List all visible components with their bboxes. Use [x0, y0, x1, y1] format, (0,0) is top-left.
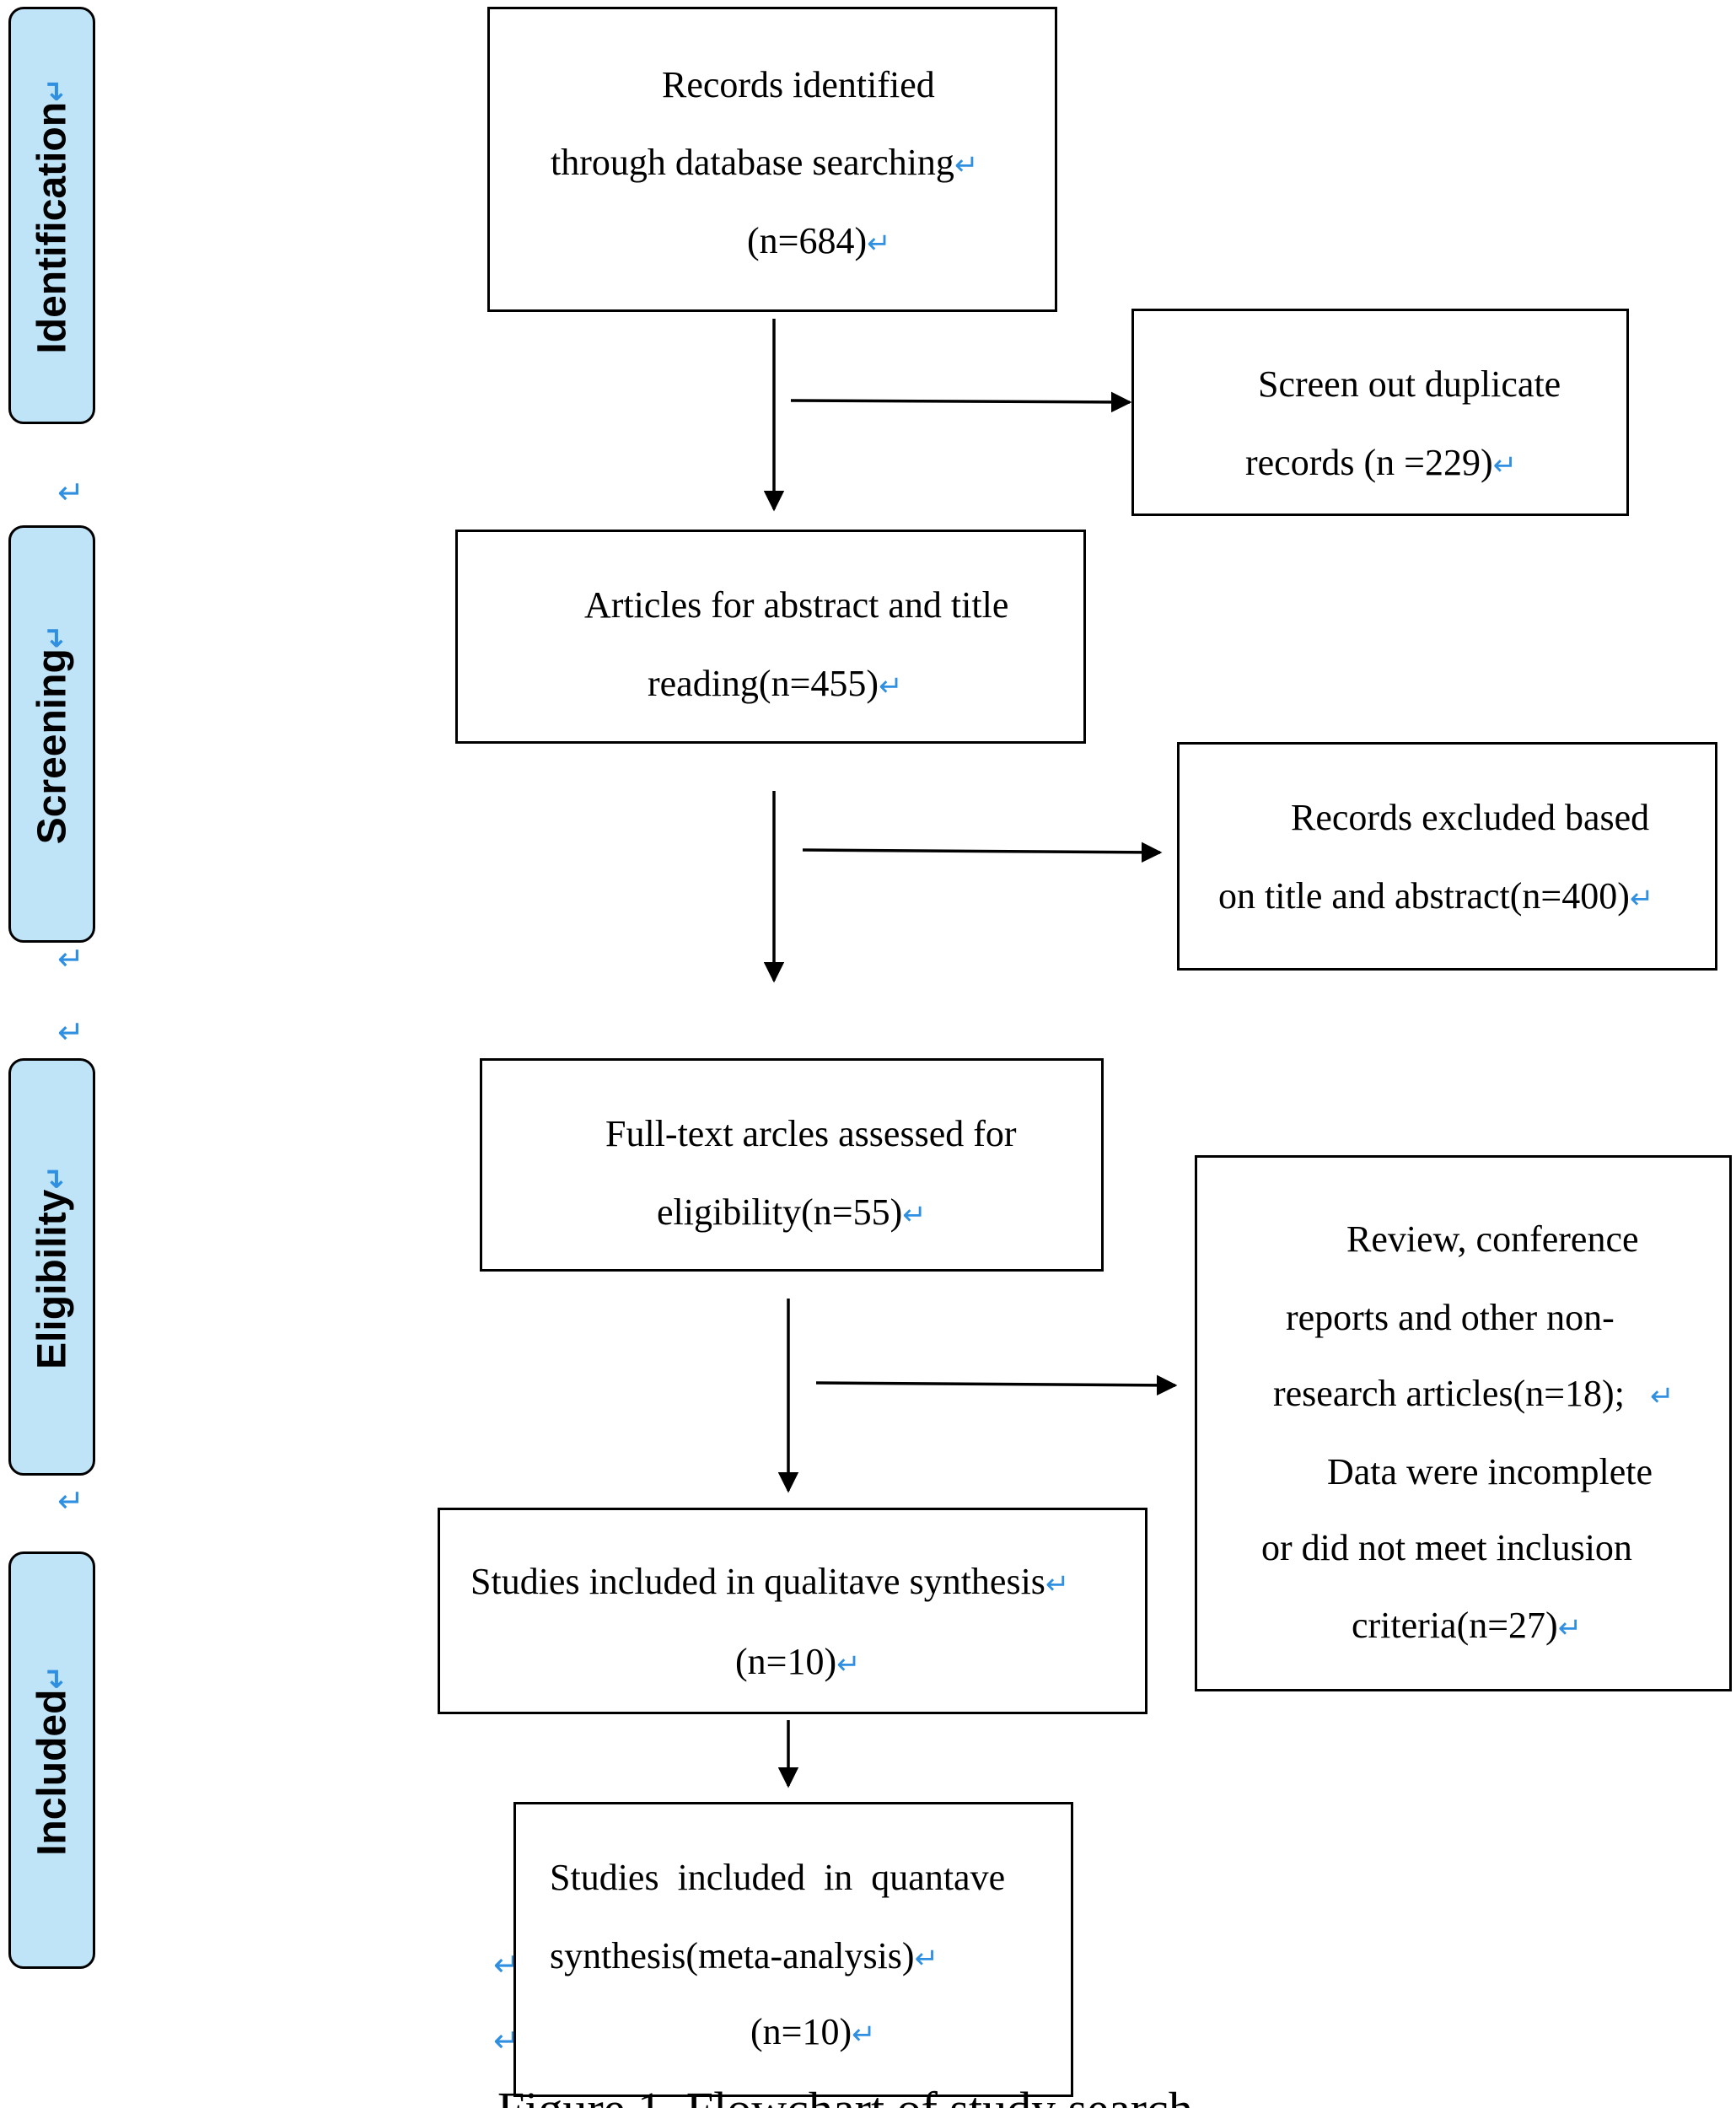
box-abstract-title-reading: Articles for abstract and title reading(…: [455, 530, 1086, 744]
box-text: on title and abstract(n=400)↵: [1218, 875, 1654, 917]
box-text: synthesis(meta-analysis)↵: [550, 1935, 939, 1976]
figure-caption: Figure 1. Flowchart of study search: [497, 2081, 1193, 2108]
box-quantitative-synthesis: Studies included in quantave synthesis(m…: [513, 1802, 1073, 2097]
box-text: research articles(n=18);↵: [1273, 1373, 1674, 1414]
box-full-text-assessed: Full-text arcles assessed for eligibilit…: [480, 1058, 1104, 1272]
arrow-right: [802, 842, 1163, 863]
box-text: Records excluded based: [1291, 797, 1650, 838]
return-mark: ↵: [57, 940, 84, 977]
box-text: records (n =229)↵: [1245, 442, 1518, 483]
box-text: through database searching↵: [551, 142, 979, 183]
box-text: Studies included in quantave: [550, 1857, 1006, 1898]
box-text: reports and other non-: [1286, 1297, 1615, 1338]
box-text: reading(n=455)↵: [648, 663, 903, 704]
box-text: Studies included in qualitave synthesis↵: [470, 1561, 1070, 1602]
return-mark: ↵: [57, 1014, 84, 1051]
box-duplicates-removed: Screen out duplicate records (n =229)↵: [1131, 309, 1629, 516]
box-qualitative-synthesis: Studies included in qualitave synthesis↵…: [438, 1508, 1147, 1714]
return-mark: ↵: [57, 474, 84, 511]
arrow-right: [815, 1374, 1178, 1396]
box-text: Review, conference: [1346, 1218, 1639, 1260]
phase-eligibility: Eligibility↵: [8, 1058, 95, 1476]
box-text: criteria(n=27)↵: [1352, 1605, 1583, 1646]
box-text: Screen out duplicate: [1258, 363, 1561, 405]
box-records-excluded: Records excluded based on title and abst…: [1177, 742, 1717, 971]
box-text: Records identified: [662, 64, 935, 105]
phase-identification: Identification↵: [8, 7, 95, 424]
box-text: or did not meet inclusion: [1261, 1527, 1632, 1568]
phase-screening: Screening↵: [8, 525, 95, 943]
box-full-text-excluded: Review, conference reports and other non…: [1195, 1155, 1732, 1691]
box-text: (n=10)↵: [750, 2011, 876, 2052]
box-records-identified: Records identified through database sear…: [487, 7, 1057, 312]
box-text: Full-text arcles assessed for: [605, 1113, 1017, 1154]
return-mark: ↵: [57, 1482, 84, 1519]
arrow-right: [790, 391, 1132, 413]
box-text: (n=684)↵: [747, 220, 891, 261]
box-text: Articles for abstract and title: [584, 584, 1009, 626]
box-text: (n=10)↵: [735, 1641, 861, 1682]
box-text: Data were incomplete: [1327, 1451, 1653, 1492]
box-text: eligibility(n=55)↵: [657, 1191, 927, 1233]
phase-included: Included↵: [8, 1551, 95, 1969]
